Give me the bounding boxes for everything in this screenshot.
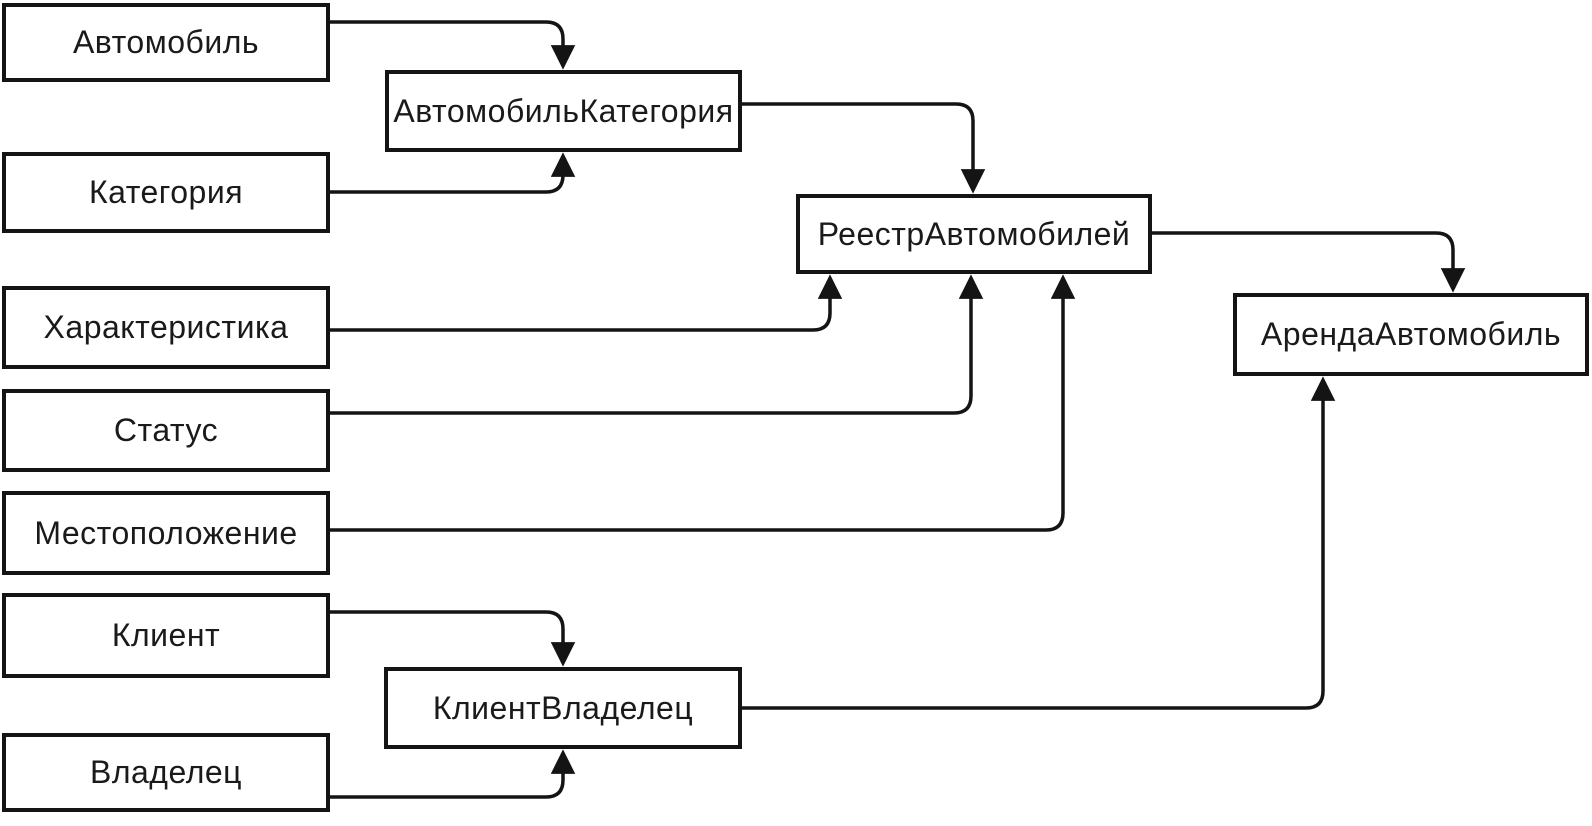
node-avtomobil-label: Автомобиль (72, 24, 260, 60)
edge-vladelets-to-klientvladelets (330, 749, 576, 799)
edge-status-to-reestr (330, 274, 984, 415)
node-kategoriya: Категория (2, 152, 330, 233)
node-mestopolozhenie: Местоположение (2, 491, 330, 575)
node-kharakteristika: Характеристика (2, 286, 330, 369)
node-klient-label: Клиент (111, 617, 221, 653)
edge-mestopolozhenie-to-reestr (330, 274, 1076, 532)
node-arenda-avtomobil-label: АрендаАвтомобиль (1260, 316, 1562, 352)
edge-kategoriya-to-avtomobilkategoriya (330, 152, 576, 194)
node-avtomobil: Автомобиль (2, 3, 330, 82)
edge-avtomobilkategoriya-to-reestr (742, 102, 986, 194)
edge-reestr-to-arenda (1152, 231, 1466, 293)
node-reestr-avtomobiley: РеестрАвтомобилей (796, 194, 1152, 274)
node-avtomobil-kategoriya-label: АвтомобильКатегория (393, 92, 734, 129)
edge-klientvladelets-to-arenda (742, 376, 1336, 710)
node-klient: Клиент (2, 593, 330, 678)
node-mestopolozhenie-label: Местоположение (34, 514, 298, 551)
edge-avtomobil-to-avtomobilkategoriya (330, 20, 576, 70)
node-kategoriya-label: Категория (88, 174, 244, 210)
node-status: Статус (2, 389, 330, 472)
node-klient-vladelets-label: КлиентВладелец (432, 689, 694, 726)
node-vladelets: Владелец (2, 733, 330, 812)
node-kharakteristika-label: Характеристика (43, 309, 289, 345)
edge-kharakteristika-to-reestr (330, 274, 843, 332)
node-reestr-avtomobiley-label: РеестрАвтомобилей (817, 215, 1131, 252)
node-klient-vladelets: КлиентВладелец (384, 667, 742, 749)
node-arenda-avtomobil: АрендаАвтомобиль (1233, 293, 1589, 376)
edge-klient-to-klientvladelets (330, 610, 576, 667)
node-status-label: Статус (113, 412, 219, 448)
node-vladelets-label: Владелец (89, 754, 242, 790)
node-avtomobil-kategoriya: АвтомобильКатегория (385, 70, 742, 152)
